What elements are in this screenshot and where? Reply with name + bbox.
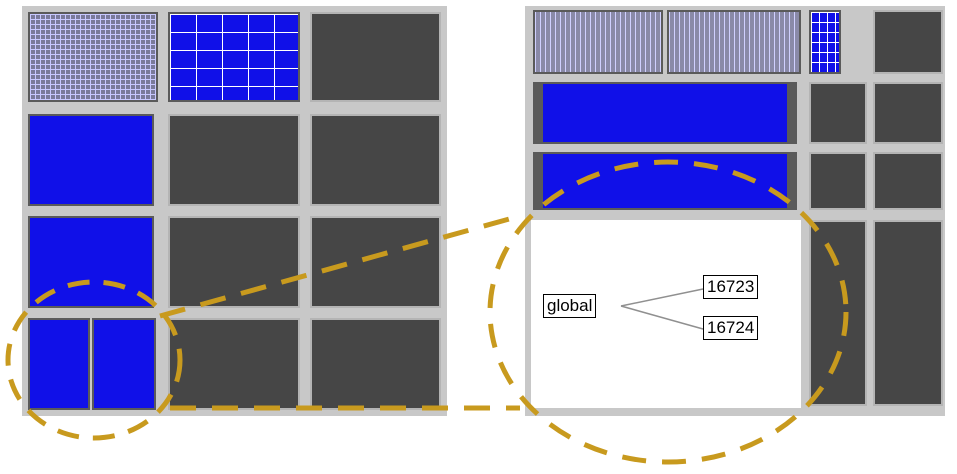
- right-cell-side-6[interactable]: [809, 220, 867, 406]
- left-cell-r1c1[interactable]: [28, 12, 158, 102]
- link-line-b: [620, 305, 704, 330]
- left-cell-r4c2[interactable]: [168, 318, 300, 410]
- right-cell-top-a[interactable]: [533, 10, 663, 74]
- right-cell-side-1[interactable]: [873, 10, 943, 74]
- source-highlight-ellipse: [5, 279, 183, 441]
- right-cell-row2[interactable]: [533, 82, 797, 144]
- right-cell-side-5[interactable]: [873, 152, 943, 210]
- left-cell-r4c1b[interactable]: [92, 318, 156, 410]
- left-treemap: [22, 6, 447, 416]
- left-cell-r4c3[interactable]: [310, 318, 441, 410]
- left-cell-r3c3[interactable]: [310, 216, 441, 308]
- right-cell-top-b[interactable]: [667, 10, 801, 74]
- left-cell-r2c2[interactable]: [168, 114, 300, 206]
- right-cell-side-4[interactable]: [809, 152, 867, 210]
- child-label-b: 16724: [703, 316, 759, 340]
- zoom-connector-top: [159, 213, 521, 319]
- link-line-a: [620, 288, 704, 307]
- zoom-highlight-ellipse: [487, 159, 849, 465]
- left-cell-r2c1[interactable]: [28, 114, 154, 206]
- left-cell-r4c1a[interactable]: [28, 318, 90, 410]
- left-cell-r1c3[interactable]: [310, 12, 441, 102]
- right-cell-small-grid[interactable]: [809, 10, 841, 74]
- right-cell-side-7[interactable]: [873, 220, 943, 406]
- left-cell-r2c3[interactable]: [310, 114, 441, 206]
- right-cell-side-3[interactable]: [873, 82, 943, 144]
- left-cell-r1c2[interactable]: [168, 12, 300, 102]
- child-label-a: 16723: [703, 275, 759, 299]
- left-cell-r3c2[interactable]: [168, 216, 300, 308]
- right-treemap: [525, 6, 945, 416]
- right-cell-side-2[interactable]: [809, 82, 867, 144]
- root-label: global: [543, 294, 597, 318]
